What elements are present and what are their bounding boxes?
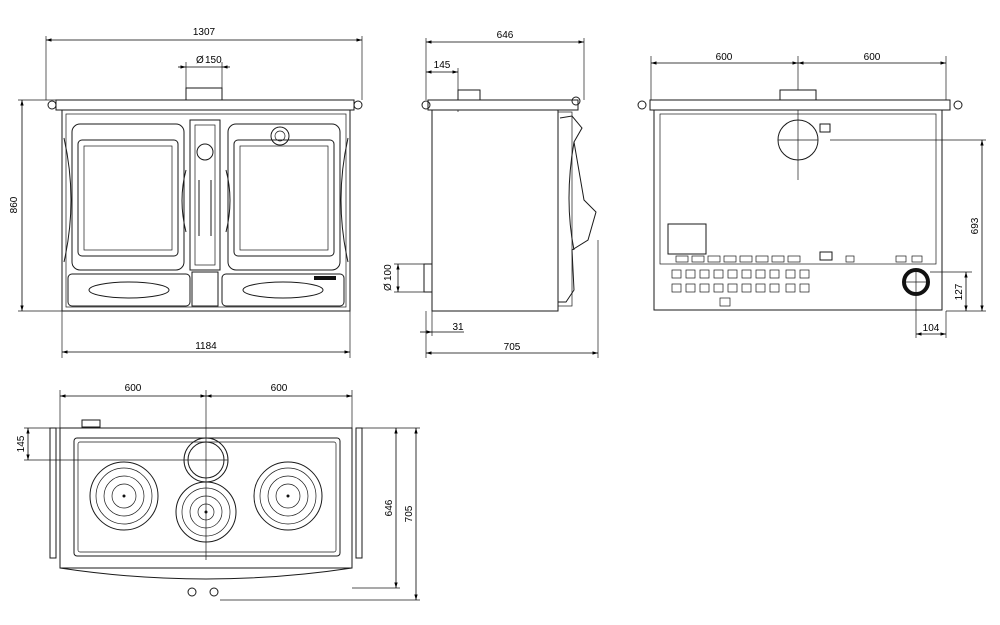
- top-half-left-label: 600: [125, 383, 142, 394]
- top-depth-overall-label: 705: [404, 505, 415, 522]
- hotplate-left: [89, 461, 159, 531]
- rear-half-right-label: 600: [864, 52, 881, 63]
- side-view: 646 145 Ø 100 31: [383, 30, 599, 358]
- front-body-width-dimension: 1184: [61, 311, 351, 358]
- rear-flue-height-label: 693: [970, 217, 981, 234]
- rear-outlet-offset-label: 104: [923, 323, 940, 334]
- top-view: 600 600: [16, 383, 420, 601]
- rear-width-dimension: 600 600: [650, 52, 947, 180]
- rear-view: 600 600: [637, 52, 986, 338]
- side-inlet-offset-dimension: 31: [420, 311, 464, 336]
- rear-half-left-label: 600: [716, 52, 733, 63]
- side-depth-top-dimension: 646: [425, 30, 585, 100]
- rear-vent-row: [675, 251, 923, 263]
- hotplate-center: [175, 481, 237, 543]
- top-depth-dimensions: 646 705: [220, 427, 420, 601]
- front-width-dimension: 1307: [45, 27, 363, 100]
- front-flue-diameter-label: 150: [205, 55, 222, 66]
- top-flue-offset-dimension: 145: [16, 427, 184, 461]
- side-inlet-diameter-symbol: Ø: [383, 283, 394, 291]
- side-inlet-diameter-label: 100: [383, 264, 394, 281]
- side-depth-overall-dimension: 705: [425, 240, 599, 358]
- front-width-label: 1307: [193, 27, 216, 38]
- front-height-dimension: 860: [9, 99, 62, 312]
- front-flue-diameter-symbol: Ø: [196, 55, 204, 66]
- side-flue-offset-label: 145: [434, 60, 451, 71]
- front-height-label: 860: [9, 196, 20, 213]
- rear-outlet-height-label: 127: [954, 283, 965, 300]
- rear-grid: [671, 269, 810, 307]
- top-half-right-label: 600: [271, 383, 288, 394]
- rear-outlet-height-dimension: 127: [930, 271, 972, 311]
- front-body-width-label: 1184: [195, 341, 217, 352]
- side-inlet-offset-label: 31: [452, 322, 464, 333]
- front-view: 1307 Ø 150 860 1184: [9, 27, 363, 358]
- top-width-dimension: 600 600: [59, 383, 353, 560]
- rear-outlet-offset-dimension: 104: [915, 294, 947, 338]
- side-depth-top-label: 646: [497, 30, 514, 41]
- side-depth-overall-label: 705: [504, 342, 521, 353]
- side-inlet-dimension: Ø 100: [383, 263, 424, 293]
- top-depth-top-label: 646: [384, 499, 395, 516]
- hotplate-right: [253, 461, 323, 531]
- top-flue-offset-label: 145: [16, 435, 27, 452]
